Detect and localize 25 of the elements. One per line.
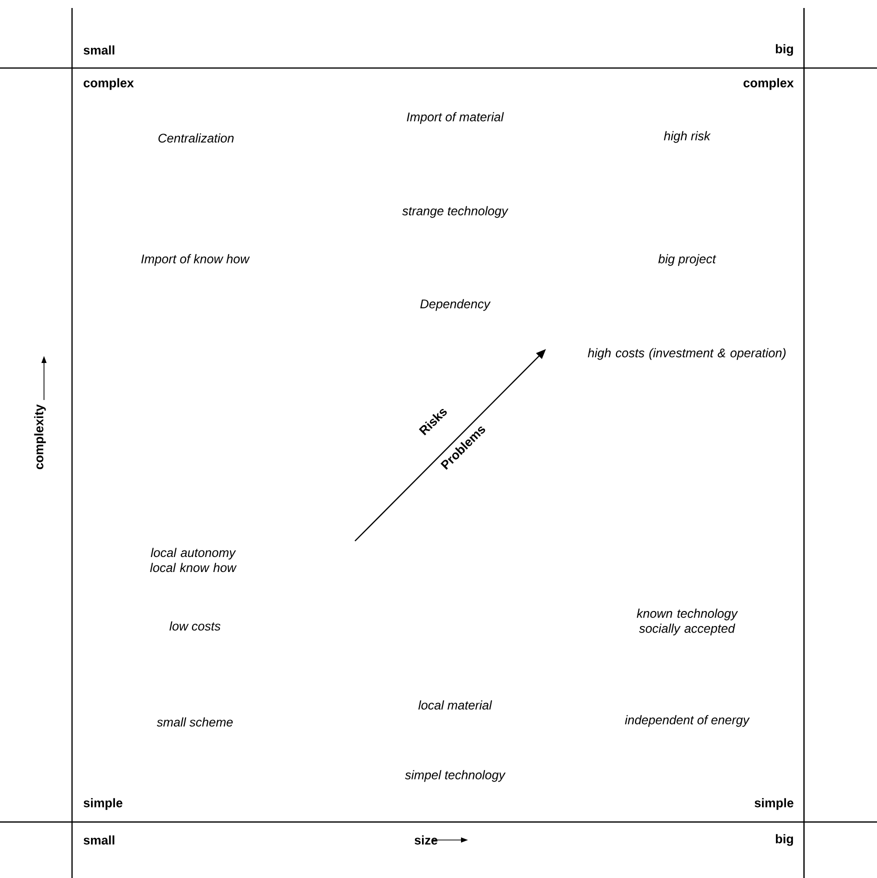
- scale-end-label: small: [84, 835, 114, 845]
- factor-label: strange technology: [402, 206, 508, 218]
- axis-label: size: [414, 835, 438, 845]
- factor-label: local autonomy local know how: [150, 548, 237, 572]
- scale-end-label: small: [84, 45, 114, 55]
- factor-label: Import of know how: [141, 254, 250, 266]
- scale-end-label: complex: [84, 78, 134, 90]
- axis-label: complexity: [34, 404, 46, 470]
- factor-label: low costs: [170, 621, 220, 631]
- factor-label: small scheme: [156, 717, 233, 727]
- factor-label: high costs (investment & operation): [588, 348, 786, 360]
- scale-end-label: big: [776, 44, 793, 56]
- factor-label: local material: [418, 700, 492, 710]
- scale-end-label: simple: [754, 798, 794, 810]
- scale-end-label: complex: [744, 78, 794, 90]
- factor-label: big project: [658, 254, 716, 266]
- factor-label: Import of material: [406, 112, 504, 124]
- factor-label: known technology socially accepted: [636, 608, 738, 636]
- factor-label: Centralization: [158, 133, 234, 143]
- factor-label: high risk: [664, 131, 711, 143]
- factor-label: simpel technology: [405, 770, 506, 782]
- factor-label: independent of energy: [625, 715, 750, 727]
- scale-end-label: simple: [84, 798, 122, 810]
- factor-label: Dependency: [420, 299, 491, 311]
- scale-end-label: big: [776, 834, 793, 846]
